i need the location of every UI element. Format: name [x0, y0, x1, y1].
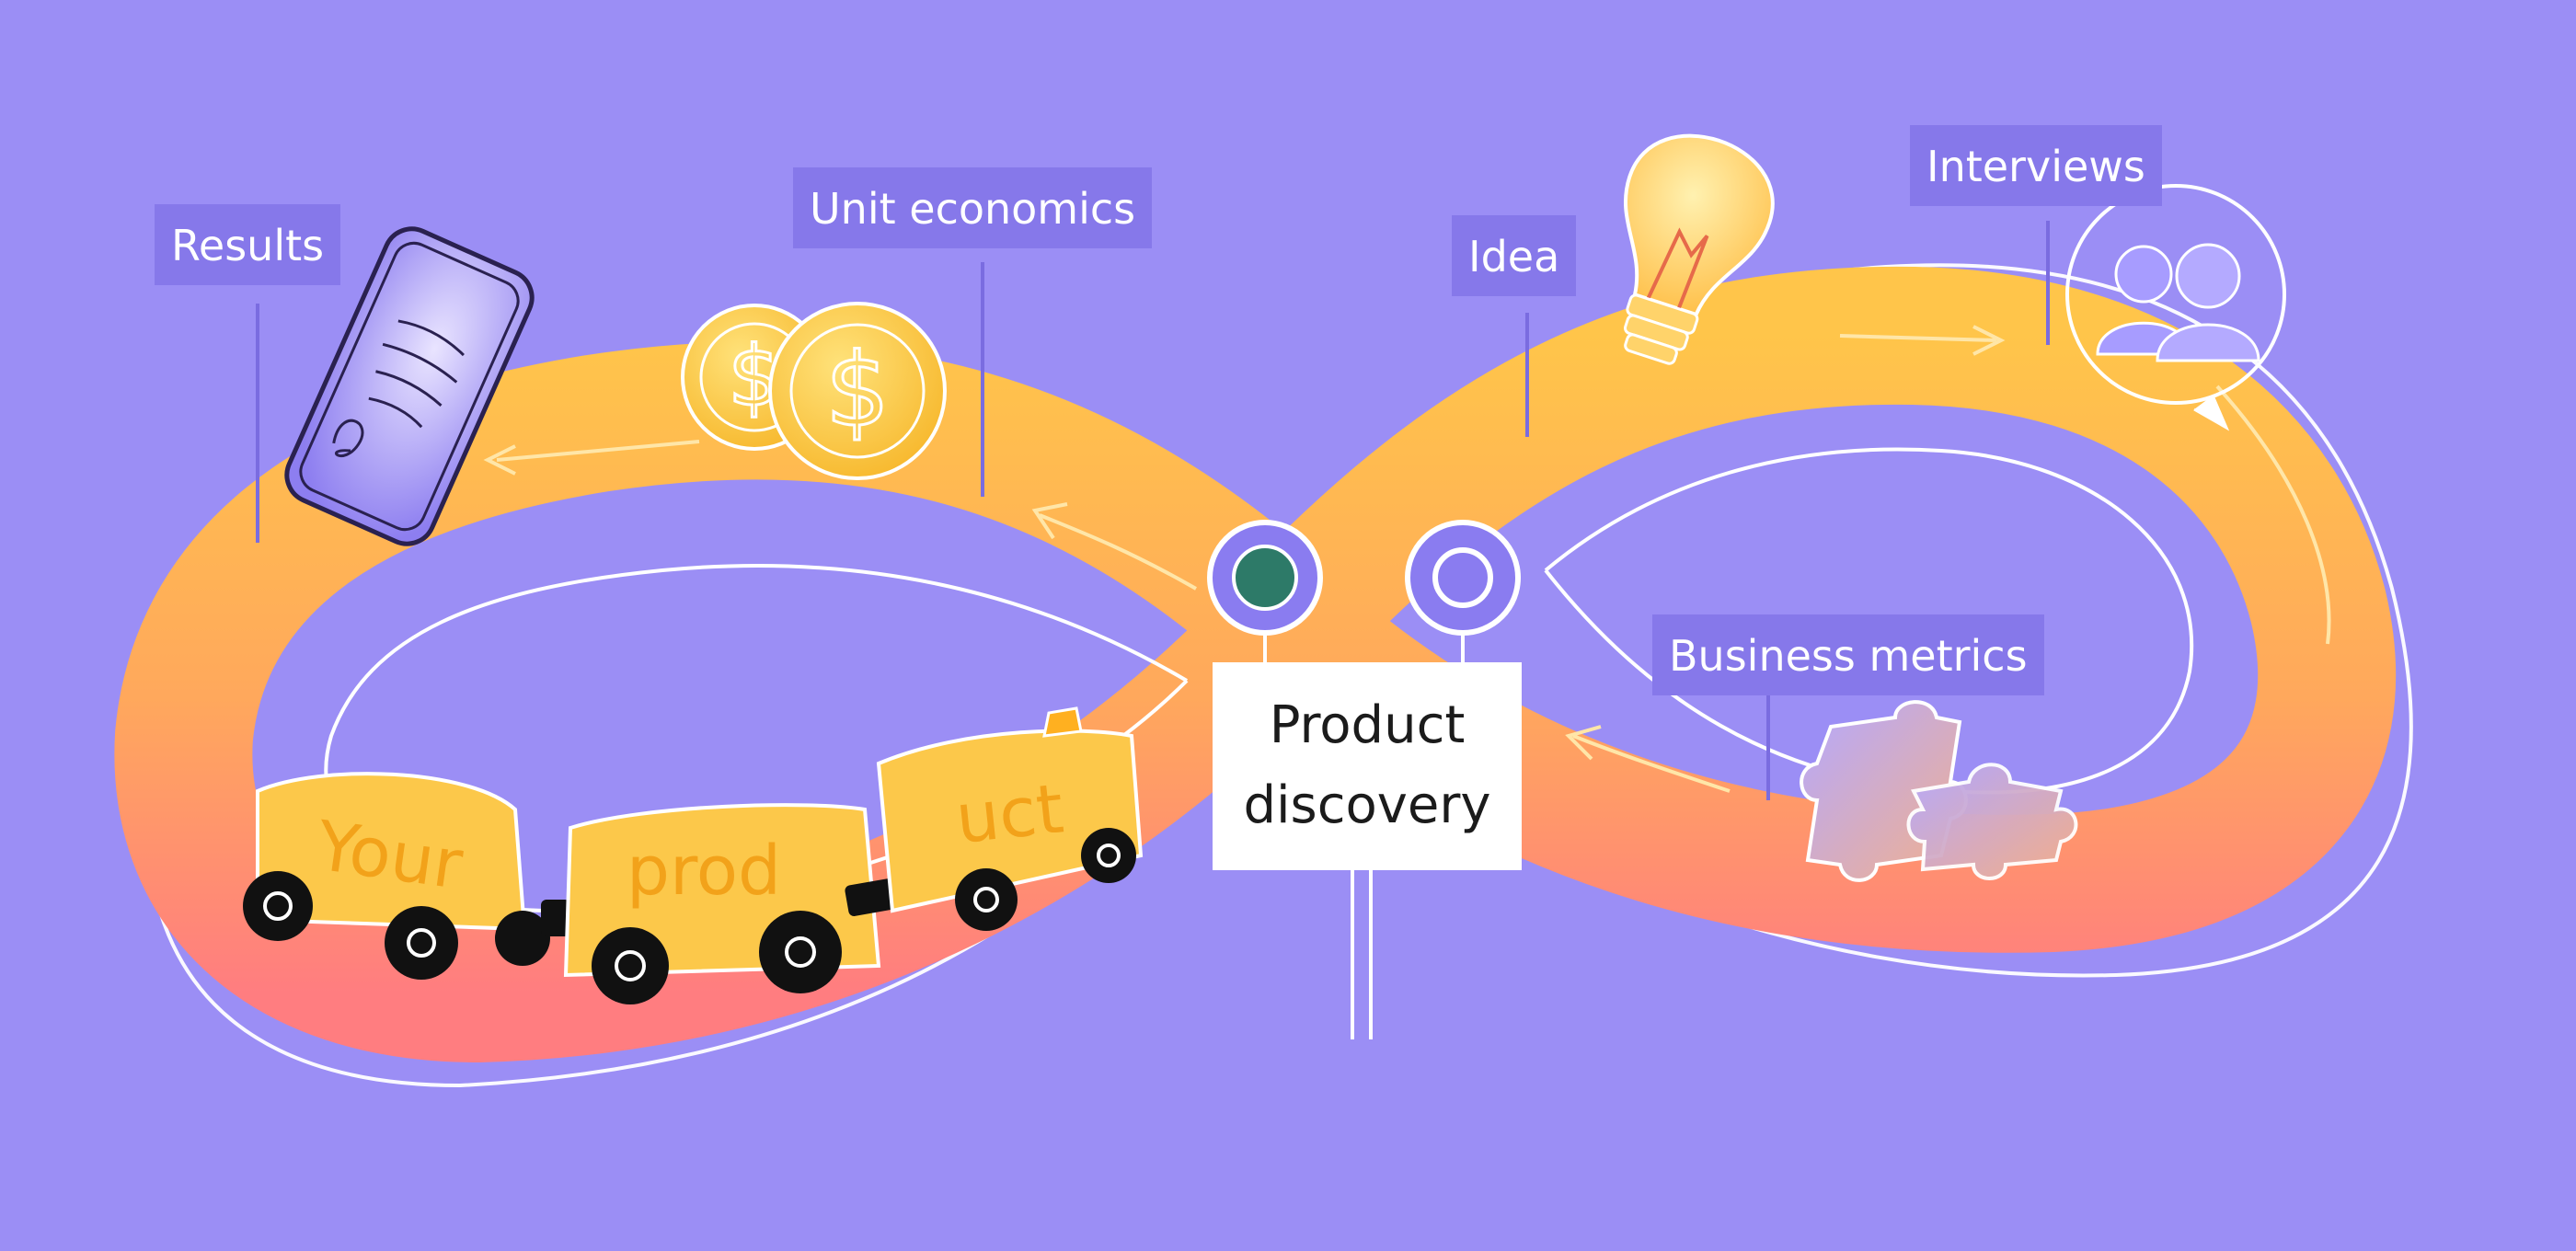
puzzle-icon	[1800, 700, 2078, 882]
lightbulb-icon	[1624, 133, 1775, 365]
phone-icon	[284, 226, 535, 546]
label-unit-economics: Unit economics	[793, 167, 1153, 248]
train-illustration: Your prod uct	[243, 706, 1144, 1004]
train-car-2-text: prod	[627, 832, 781, 911]
coins-icon: $ $	[681, 302, 947, 480]
arrow-upper-left	[483, 440, 700, 476]
label-results: Results	[155, 204, 341, 285]
train-car-2: prod	[563, 803, 881, 1004]
center-title-box: Product discovery	[1213, 662, 1522, 870]
signal-right-icon	[1405, 520, 1521, 662]
label-business-metrics: Business metrics	[1652, 614, 2044, 695]
label-idea: Idea	[1452, 215, 1577, 296]
train-car-1: Your	[243, 772, 550, 980]
arrow-lower-right	[1565, 725, 1731, 793]
label-interviews: Interviews	[1910, 125, 2162, 206]
arrow-right-loop	[2215, 384, 2331, 645]
center-title-line-1: Product	[1269, 695, 1466, 756]
signal-left-icon	[1207, 520, 1323, 662]
center-title-line-2: discovery	[1243, 775, 1491, 835]
arrow-center-up	[1031, 502, 1197, 591]
arrow-upper-right	[1839, 325, 2006, 356]
train-car-3: uct	[876, 706, 1144, 931]
svg-text:$: $	[825, 331, 890, 449]
people-icon	[2065, 184, 2286, 431]
train-car-3-text: uct	[952, 769, 1067, 859]
